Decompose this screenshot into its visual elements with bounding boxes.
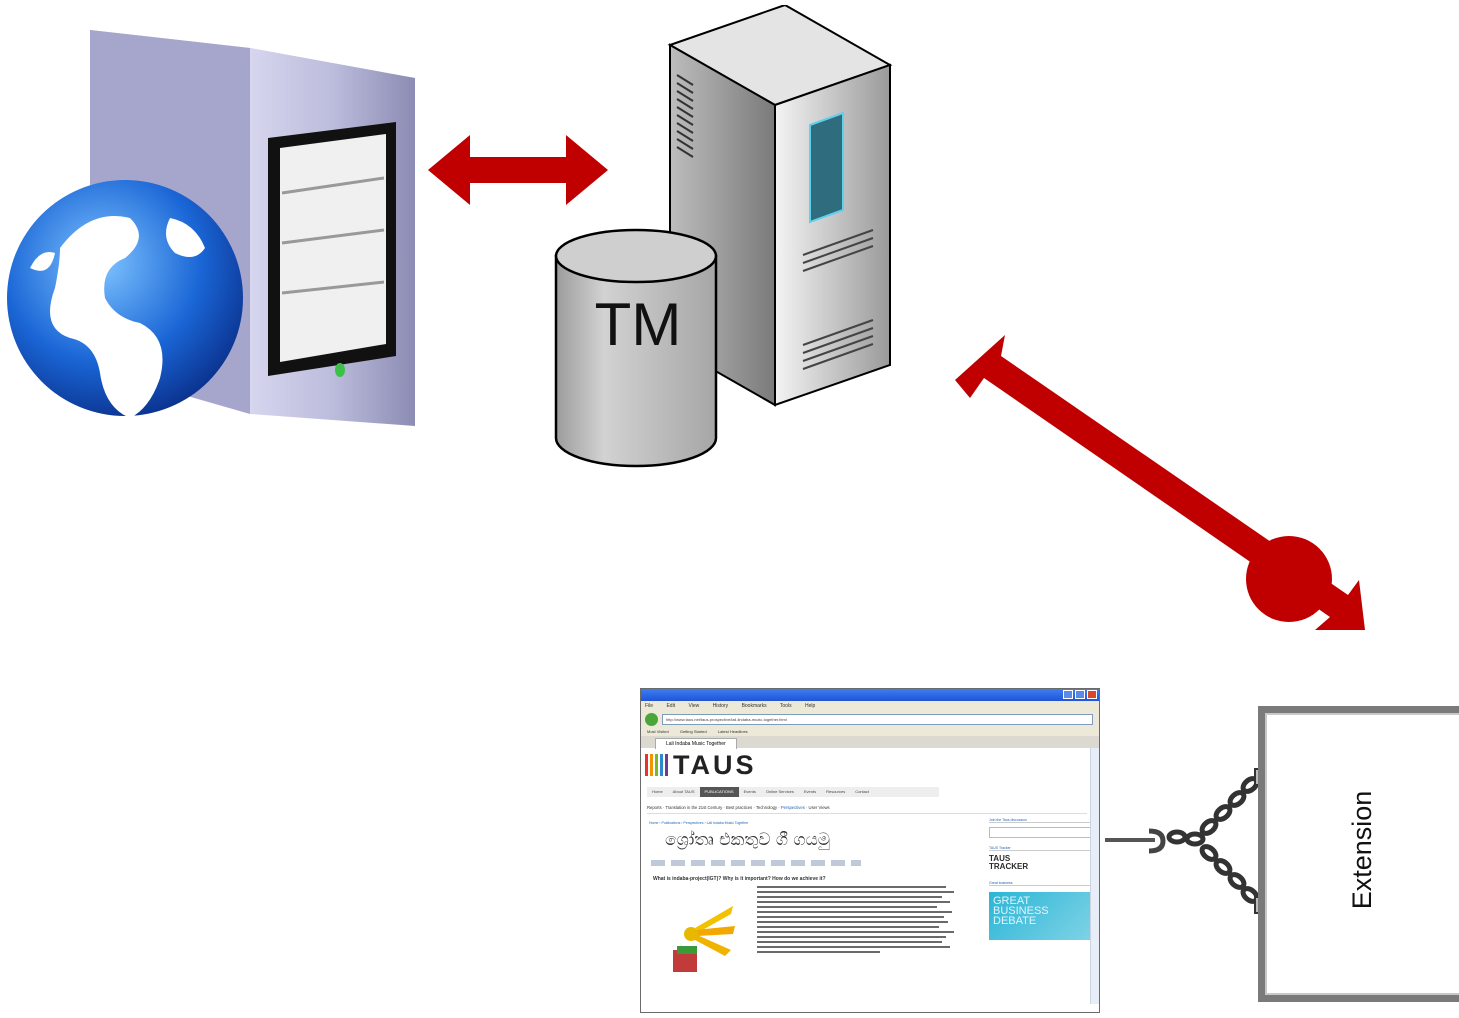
minimize-icon[interactable] bbox=[1063, 690, 1073, 699]
sidebar-heading: Great business bbox=[989, 881, 1092, 886]
taus-logo: TAUS bbox=[645, 750, 757, 780]
chain-connector-icon bbox=[1105, 768, 1268, 914]
tab-strip: Lali Indaba Music Together bbox=[641, 736, 1099, 749]
article-question: What is indaba-project(IGT)? Why is it i… bbox=[653, 876, 826, 882]
nav-item[interactable]: Contact bbox=[855, 789, 869, 794]
bookmark-item[interactable]: Getting Started bbox=[679, 729, 707, 734]
tm-to-extension-arrow bbox=[955, 335, 1365, 630]
article-illustration bbox=[673, 906, 735, 972]
subnav-item[interactable]: Translation in the 21st Century bbox=[665, 805, 723, 810]
bookmark-item[interactable]: Latest Headlines bbox=[717, 729, 748, 734]
sidebar-input[interactable] bbox=[989, 827, 1092, 838]
nav-item[interactable]: Events bbox=[743, 789, 756, 794]
url-field[interactable]: http://www.taus.net/taus-prospective/lal… bbox=[662, 713, 1093, 725]
subnav-item[interactable]: Technology bbox=[755, 805, 778, 810]
back-icon[interactable] bbox=[645, 712, 658, 726]
menu-bookmarks[interactable]: Bookmarks bbox=[741, 703, 767, 709]
menu-edit[interactable]: Edit bbox=[666, 703, 676, 709]
taus-tracker-logo[interactable]: TAUS TRACKER bbox=[989, 854, 1029, 871]
menu-view[interactable]: View bbox=[688, 703, 700, 709]
browser-scrollbar[interactable] bbox=[1090, 748, 1099, 1004]
web-server-icon bbox=[7, 30, 415, 426]
sidebar-heading: Join the Taus discussion bbox=[989, 818, 1092, 823]
web-page: TAUS Home About TAUS PUBLICATIONS Events… bbox=[641, 748, 1099, 1004]
page-sidebar: Join the Taus discussion TAUS Tracker TA… bbox=[989, 818, 1092, 940]
menu-history[interactable]: History bbox=[712, 703, 729, 709]
extension-panel bbox=[1258, 706, 1459, 1002]
nav-item-active[interactable]: PUBLICATIONS bbox=[699, 787, 739, 797]
site-nav: Home About TAUS PUBLICATIONS Events Onli… bbox=[647, 787, 939, 797]
share-toolbar[interactable] bbox=[651, 860, 861, 866]
nav-item[interactable]: Resources bbox=[826, 789, 846, 794]
article-body bbox=[757, 886, 962, 956]
nav-item[interactable]: Events bbox=[803, 789, 817, 794]
breadcrumb[interactable]: Home › Publications › Perspectives › Lal… bbox=[649, 821, 749, 825]
extension-label: Extension bbox=[1347, 790, 1377, 910]
sidebar-heading: TAUS Tracker bbox=[989, 846, 1092, 851]
subnav-item[interactable]: Best practices bbox=[725, 805, 753, 810]
tm-label: TM bbox=[594, 291, 682, 358]
subnav-item[interactable]: User Views bbox=[808, 805, 830, 810]
menu-file[interactable]: File bbox=[645, 703, 654, 709]
nav-item[interactable]: Online Services bbox=[765, 789, 794, 794]
browser-address-bar: http://www.taus.net/taus-prospective/lal… bbox=[641, 711, 1099, 727]
logo-text: TAUS bbox=[673, 750, 757, 780]
article-headline: ශ්‍රෝතෘ එකතුව ගී ගයමු bbox=[665, 830, 831, 850]
browser-window-screenshot: File Edit View History Bookmarks Tools H… bbox=[640, 688, 1100, 1013]
bookmark-item[interactable]: Most Visited bbox=[647, 729, 669, 734]
nav-item[interactable]: Home bbox=[652, 789, 663, 794]
menu-tools[interactable]: Tools bbox=[779, 703, 792, 709]
maximize-icon[interactable] bbox=[1075, 690, 1085, 699]
close-icon[interactable] bbox=[1087, 690, 1097, 699]
browser-title-bar bbox=[641, 689, 1099, 701]
tm-database-icon bbox=[554, 228, 718, 468]
sidebar-ad[interactable]: GREAT BUSINESS DEBATE bbox=[989, 892, 1092, 940]
subnav-item[interactable]: Reports bbox=[647, 805, 662, 810]
browser-tab[interactable]: Lali Indaba Music Together bbox=[655, 738, 737, 749]
subnav-item-active[interactable]: Perspectives bbox=[780, 805, 805, 810]
bookmarks-bar: Most Visited Getting Started Latest Head… bbox=[641, 727, 1099, 736]
browser-menu-bar: File Edit View History Bookmarks Tools H… bbox=[641, 701, 1099, 711]
nav-item[interactable]: About TAUS bbox=[672, 789, 695, 794]
web-to-tm-arrow bbox=[428, 135, 608, 205]
sub-nav: Reports · Translation in the 21st Centur… bbox=[647, 805, 1087, 814]
menu-help[interactable]: Help bbox=[804, 703, 816, 709]
